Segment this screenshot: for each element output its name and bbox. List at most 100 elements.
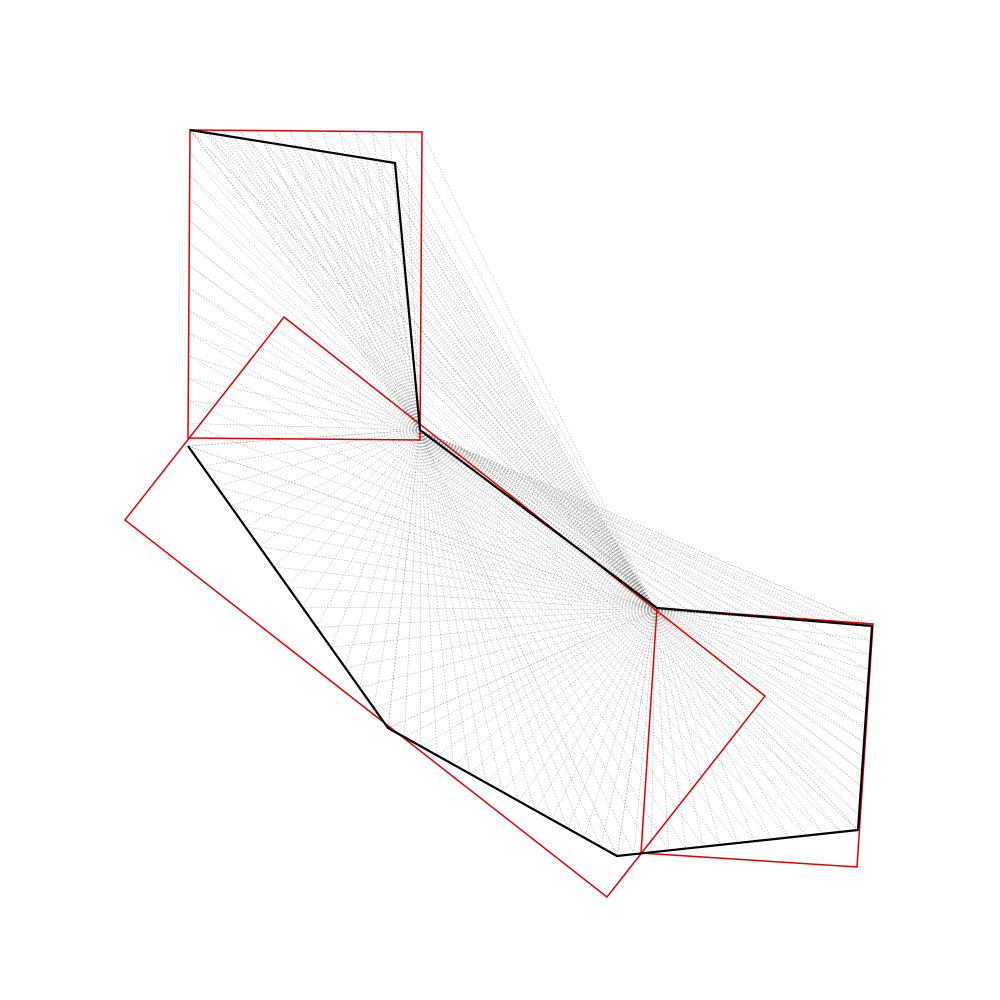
construction-line — [187, 445, 656, 611]
construction-line — [654, 609, 867, 714]
construction-line — [204, 132, 656, 611]
construction-line — [419, 429, 471, 774]
construction-line — [322, 130, 656, 611]
construction-line — [654, 609, 864, 758]
construction-line — [419, 429, 841, 833]
construction-line — [419, 429, 503, 793]
construction-line — [188, 378, 421, 431]
construction-line — [322, 131, 421, 431]
construction-line — [419, 429, 704, 847]
construction-line — [436, 609, 656, 756]
construction-line — [189, 129, 656, 611]
construction-line — [222, 130, 421, 431]
frame-right — [640, 607, 874, 868]
construction-line — [188, 265, 421, 431]
construction-line — [419, 429, 868, 700]
construction-line — [387, 609, 656, 729]
construction-line — [287, 429, 421, 588]
construction-line — [188, 287, 656, 611]
construction-line — [654, 609, 807, 836]
construction-line — [654, 609, 870, 670]
construction-line — [380, 160, 656, 611]
construction-line — [372, 131, 421, 431]
construction-line — [485, 609, 656, 784]
construction-line — [387, 609, 656, 729]
construction-line — [534, 609, 656, 811]
construction-line — [419, 429, 520, 802]
construction-line — [259, 546, 656, 611]
construction-line — [502, 609, 656, 793]
construction-line — [272, 130, 656, 611]
construction-line — [419, 429, 872, 641]
construction-line — [412, 353, 656, 611]
construction-line — [419, 429, 773, 840]
construction-line — [419, 429, 552, 820]
construction-line — [365, 158, 421, 431]
construction-line — [216, 486, 656, 611]
construction-line — [359, 429, 421, 688]
construction-line — [388, 131, 421, 431]
construction-line — [414, 372, 656, 611]
construction-line — [419, 429, 867, 714]
construction-line — [289, 130, 656, 611]
construction-line — [419, 429, 869, 685]
construction-line — [380, 160, 421, 431]
construction-line — [330, 429, 421, 648]
construction-line — [419, 429, 652, 853]
construction-line — [654, 609, 669, 851]
construction-line — [419, 429, 755, 842]
construction-line — [654, 609, 738, 844]
polyline-upper — [189, 128, 422, 431]
construction-line — [394, 162, 656, 611]
construction-line — [359, 609, 656, 688]
construction-line — [188, 378, 656, 611]
construction-line — [189, 174, 421, 431]
construction-line — [419, 429, 618, 857]
construction-line — [387, 429, 421, 729]
construction-line — [189, 129, 421, 431]
construction-line — [239, 130, 421, 431]
construction-line — [419, 429, 790, 838]
construction-line — [373, 609, 656, 709]
construction-line — [233, 136, 656, 611]
construction-line — [419, 429, 870, 670]
construction-line — [292, 146, 421, 431]
construction-line — [654, 609, 721, 845]
construction-line — [188, 423, 656, 611]
construction-line — [259, 429, 421, 547]
construction-line — [256, 130, 656, 611]
construction-line — [277, 143, 656, 611]
construction-line — [189, 197, 656, 611]
construction-line — [256, 130, 421, 431]
construction-line — [419, 429, 827, 623]
construction-line — [273, 429, 421, 568]
construction-line — [419, 429, 721, 846]
construction-line — [419, 429, 860, 816]
construction-line — [419, 429, 635, 855]
construction-line — [188, 332, 656, 611]
construction-line — [204, 132, 421, 431]
construction-line — [230, 506, 656, 611]
construction-line — [405, 277, 656, 611]
construction-line — [654, 609, 866, 729]
construction-line — [419, 429, 719, 614]
construction-line — [188, 332, 421, 431]
construction-line — [651, 609, 656, 853]
construction-line — [453, 609, 656, 765]
construction-line — [188, 400, 421, 431]
construction-line — [365, 158, 656, 611]
construction-line — [188, 400, 656, 611]
construction-line — [419, 429, 487, 783]
construction-line — [316, 609, 656, 628]
construction-line — [188, 355, 421, 431]
construction-line — [401, 239, 656, 611]
construction-line — [416, 391, 656, 611]
construction-line — [344, 429, 421, 668]
construction-line — [188, 287, 421, 431]
construction-line — [263, 141, 656, 611]
construction-line — [373, 429, 421, 708]
construction-line — [419, 429, 824, 834]
construction-lines — [187, 129, 873, 857]
construction-line — [654, 609, 871, 656]
construction-line — [419, 429, 569, 829]
